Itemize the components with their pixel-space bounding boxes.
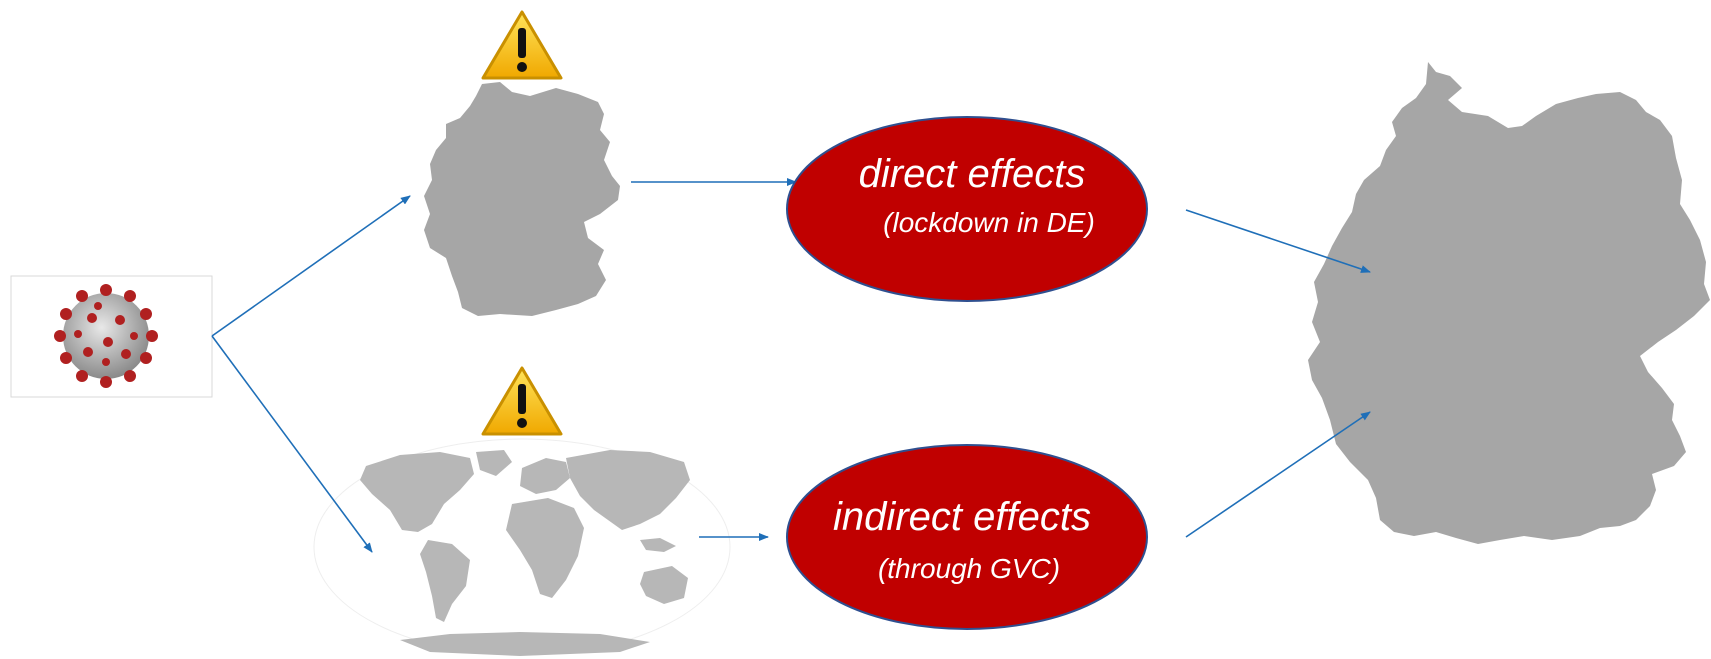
indirect-effects-title: indirect effects: [833, 495, 1091, 539]
germany-map-icon: [424, 82, 620, 316]
arrow-virus-to-germany: [211, 195, 411, 337]
direct-effects-node: direct effects (lockdown in DE): [786, 116, 1148, 302]
virus-icon: [10, 275, 213, 398]
germany-map-icon: [1308, 62, 1710, 544]
warning-icon: [481, 10, 563, 80]
arrow-indirect-to-germany: [1185, 411, 1371, 538]
warning-icon: [481, 366, 563, 436]
indirect-effects-node: indirect effects (through GVC): [786, 444, 1148, 630]
direct-effects-title: direct effects: [859, 152, 1086, 196]
arrow-virus-to-world: [211, 335, 373, 553]
world-map-icon: [313, 438, 731, 656]
arrow-direct-to-germany: [1185, 209, 1371, 273]
direct-effects-subtitle: (lockdown in DE): [883, 207, 1095, 238]
indirect-effects-subtitle: (through GVC): [878, 553, 1060, 584]
